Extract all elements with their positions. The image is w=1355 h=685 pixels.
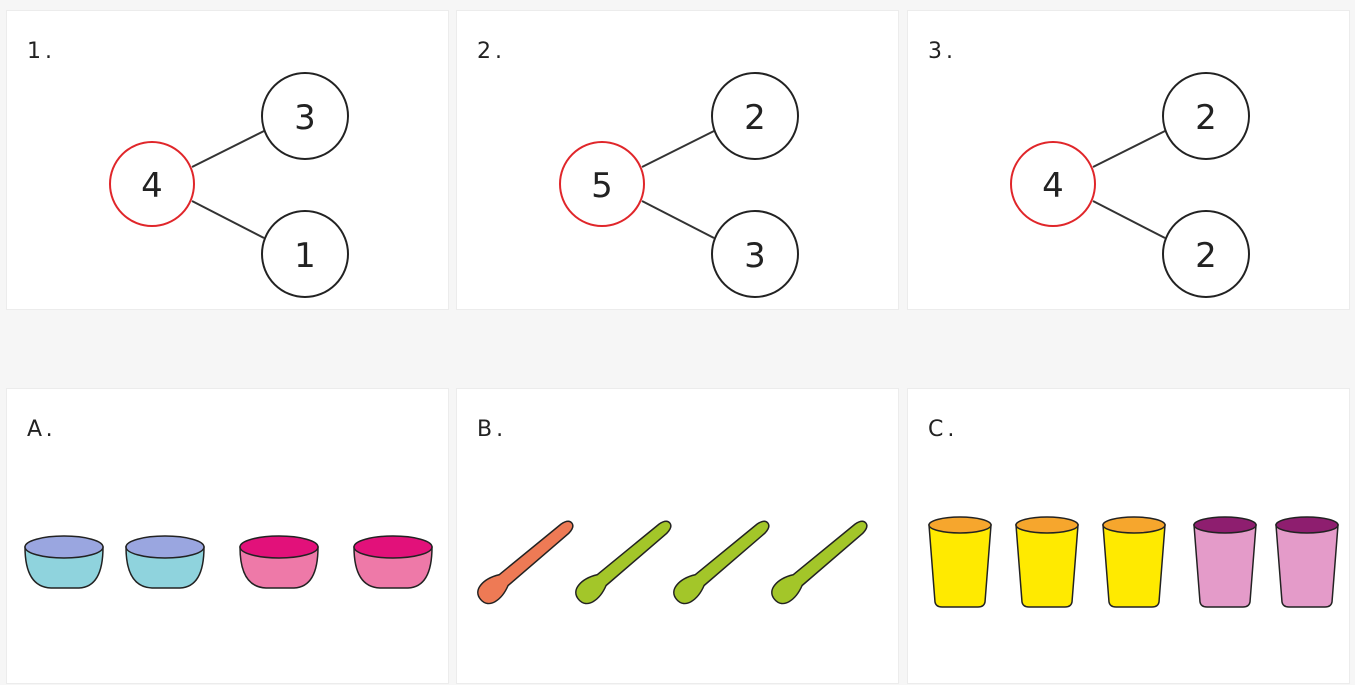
bond-label-1: 1. bbox=[27, 39, 56, 64]
bond-line-bottom bbox=[641, 200, 715, 239]
picture-panel-c: C. bbox=[907, 388, 1350, 684]
part-value-bottom: 2 bbox=[1195, 236, 1217, 276]
bowl-icon bbox=[24, 535, 104, 589]
whole-value: 5 bbox=[591, 166, 613, 206]
bowl-icon bbox=[125, 535, 205, 589]
picture-panel-a: A. bbox=[6, 388, 449, 684]
part-value-bottom: 1 bbox=[294, 236, 316, 276]
whole-value: 4 bbox=[141, 166, 163, 206]
part-circle-top bbox=[261, 72, 349, 160]
cups-picture bbox=[928, 516, 1339, 608]
bond-panel-2: 2. 5 2 3 bbox=[456, 10, 899, 310]
cup-icon bbox=[1102, 516, 1166, 608]
whole-circle bbox=[109, 141, 195, 227]
bowl-icon bbox=[239, 535, 319, 589]
spoon-icon bbox=[575, 520, 672, 605]
picture-panel-b: B. bbox=[456, 388, 899, 684]
part-value-bottom: 3 bbox=[744, 236, 766, 276]
bowls-picture bbox=[24, 535, 433, 589]
cup-icon bbox=[928, 516, 992, 608]
number-bond-3: 4 2 2 bbox=[1010, 72, 1250, 298]
part-value-top: 2 bbox=[744, 98, 766, 138]
part-value-top: 3 bbox=[294, 98, 316, 138]
part-circle-top bbox=[711, 72, 799, 160]
whole-circle bbox=[1010, 141, 1096, 227]
part-circle-top bbox=[1162, 72, 1250, 160]
whole-value: 4 bbox=[1042, 166, 1064, 206]
spoons-picture bbox=[477, 520, 868, 605]
part-circle-bottom bbox=[261, 210, 349, 298]
bond-line-top bbox=[191, 130, 265, 168]
bond-label-2: 2. bbox=[477, 39, 506, 64]
spoon-icon bbox=[673, 520, 770, 605]
bond-line-bottom bbox=[191, 200, 265, 239]
bond-line-top bbox=[641, 130, 715, 168]
whole-circle bbox=[559, 141, 645, 227]
picture-label-c: C. bbox=[928, 417, 959, 442]
part-circle-bottom bbox=[1162, 210, 1250, 298]
number-bond-2: 5 2 3 bbox=[559, 72, 799, 298]
picture-label-b: B. bbox=[477, 417, 508, 442]
bond-panel-3: 3. 4 2 2 bbox=[907, 10, 1350, 310]
picture-label-a: A. bbox=[27, 417, 57, 442]
cup-icon bbox=[1275, 516, 1339, 608]
spoon-icon bbox=[771, 520, 868, 605]
cup-icon bbox=[1193, 516, 1257, 608]
bowl-icon bbox=[353, 535, 433, 589]
spoon-icon bbox=[477, 520, 574, 605]
bond-line-top bbox=[1092, 130, 1166, 168]
bond-label-3: 3. bbox=[928, 39, 957, 64]
number-bond-1: 4 3 1 bbox=[109, 72, 349, 298]
part-value-top: 2 bbox=[1195, 98, 1217, 138]
cup-icon bbox=[1015, 516, 1079, 608]
bond-panel-1: 1. 4 3 1 bbox=[6, 10, 449, 310]
bond-line-bottom bbox=[1092, 200, 1166, 239]
part-circle-bottom bbox=[711, 210, 799, 298]
